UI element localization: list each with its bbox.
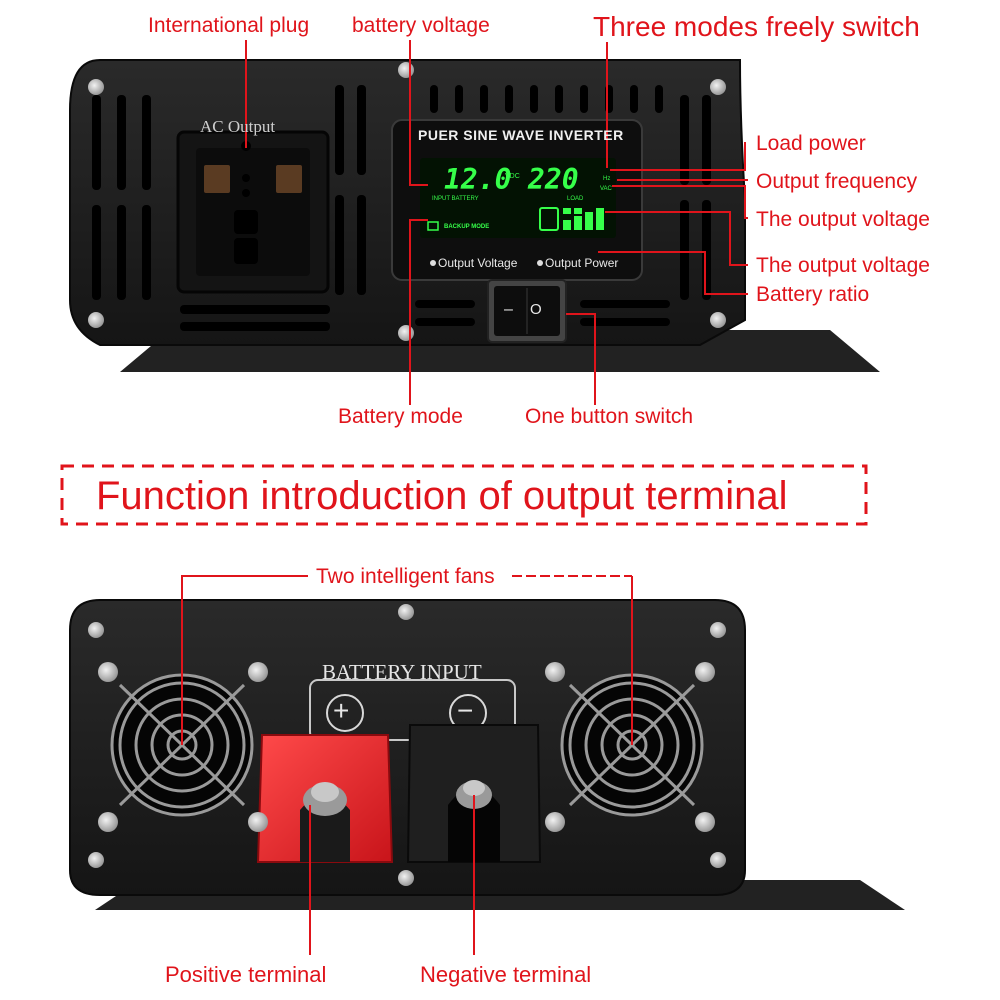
ac-outlet <box>176 130 330 294</box>
callout-output-frequency: Output frequency <box>756 170 918 193</box>
lcd-input-caption: INPUT BATTERY <box>432 196 479 202</box>
screw-icon <box>98 662 118 682</box>
lcd-module <box>391 119 643 281</box>
output-voltage-button-label: Output Voltage <box>438 256 518 270</box>
screw-icon <box>398 325 414 341</box>
screw-icon <box>248 812 268 832</box>
front-vents-top <box>415 85 711 326</box>
switch-off-symbol: – <box>504 301 513 318</box>
screw-icon <box>248 662 268 682</box>
rear-panel-body <box>69 599 746 896</box>
callout-output-voltage-2: The output voltage <box>756 254 930 277</box>
positive-terminal <box>256 734 394 863</box>
callout-load-power: Load power <box>756 132 866 155</box>
screw-icon <box>88 79 104 95</box>
callout-negative-terminal: Negative terminal <box>420 962 592 987</box>
callout-output-voltage-1: The output voltage <box>756 208 930 231</box>
lcd-screen <box>420 158 616 238</box>
lcd-input-value: 12.0 <box>444 163 512 196</box>
screw-icon <box>710 79 726 95</box>
callout-battery-mode: Battery mode <box>338 405 463 428</box>
callout-positive-terminal: Positive terminal <box>165 962 327 987</box>
screw-icon <box>88 852 104 868</box>
screw-icon <box>545 662 565 682</box>
switch-on-symbol: O <box>530 301 542 318</box>
front-panel <box>69 59 880 372</box>
callout-battery-ratio: Battery ratio <box>756 283 870 306</box>
screw-icon <box>710 852 726 868</box>
callout-two-fans: Two intelligent fans <box>316 565 495 588</box>
screw-icon <box>545 812 565 832</box>
lcd-output-unit-bottom: VAC <box>600 186 612 192</box>
screw-icon <box>398 870 414 886</box>
callout-international-plug: International plug <box>148 14 310 37</box>
front-callout-lines <box>245 40 748 405</box>
negative-terminal <box>406 724 542 863</box>
title-box <box>60 464 868 526</box>
battery-input-label: BATTERY INPUT <box>322 660 482 684</box>
ac-output-label: AC Output <box>200 117 276 136</box>
output-power-button-label: Output Power <box>545 256 619 270</box>
battery-bars-icon <box>539 207 604 231</box>
screw-icon <box>695 812 715 832</box>
rear-panel <box>69 599 905 910</box>
front-vents-left <box>92 85 366 331</box>
rear-screws <box>88 604 726 886</box>
lcd-output-value: 220 <box>528 163 579 196</box>
screw-icon <box>88 622 104 638</box>
display-header: PUER SINE WAVE INVERTER <box>418 127 624 143</box>
lcd-output-unit-top: Hz <box>603 176 611 182</box>
callout-one-button-switch: One button switch <box>525 405 694 428</box>
rocker-switch-icon <box>487 279 567 343</box>
screw-icon <box>695 662 715 682</box>
screw-icon <box>88 312 104 328</box>
rear-callout-lines <box>181 575 633 955</box>
plus-symbol-ring <box>326 694 364 732</box>
minus-symbol: − <box>457 695 474 726</box>
lcd-input-unit: VDC <box>505 173 520 180</box>
screw-icon <box>398 62 414 78</box>
lcd-backup-mode: BACKUP MODE <box>444 224 490 230</box>
plus-symbol: + <box>333 695 350 726</box>
lcd-load-caption: LOAD <box>567 196 584 202</box>
screw-icon <box>398 604 414 620</box>
screw-icon <box>710 622 726 638</box>
screw-icon <box>710 312 726 328</box>
callout-three-modes: Three modes freely switch <box>593 11 920 42</box>
section-title: Function introduction of output terminal <box>96 474 788 518</box>
screw-icon <box>98 812 118 832</box>
callout-battery-voltage: battery voltage <box>352 14 490 37</box>
